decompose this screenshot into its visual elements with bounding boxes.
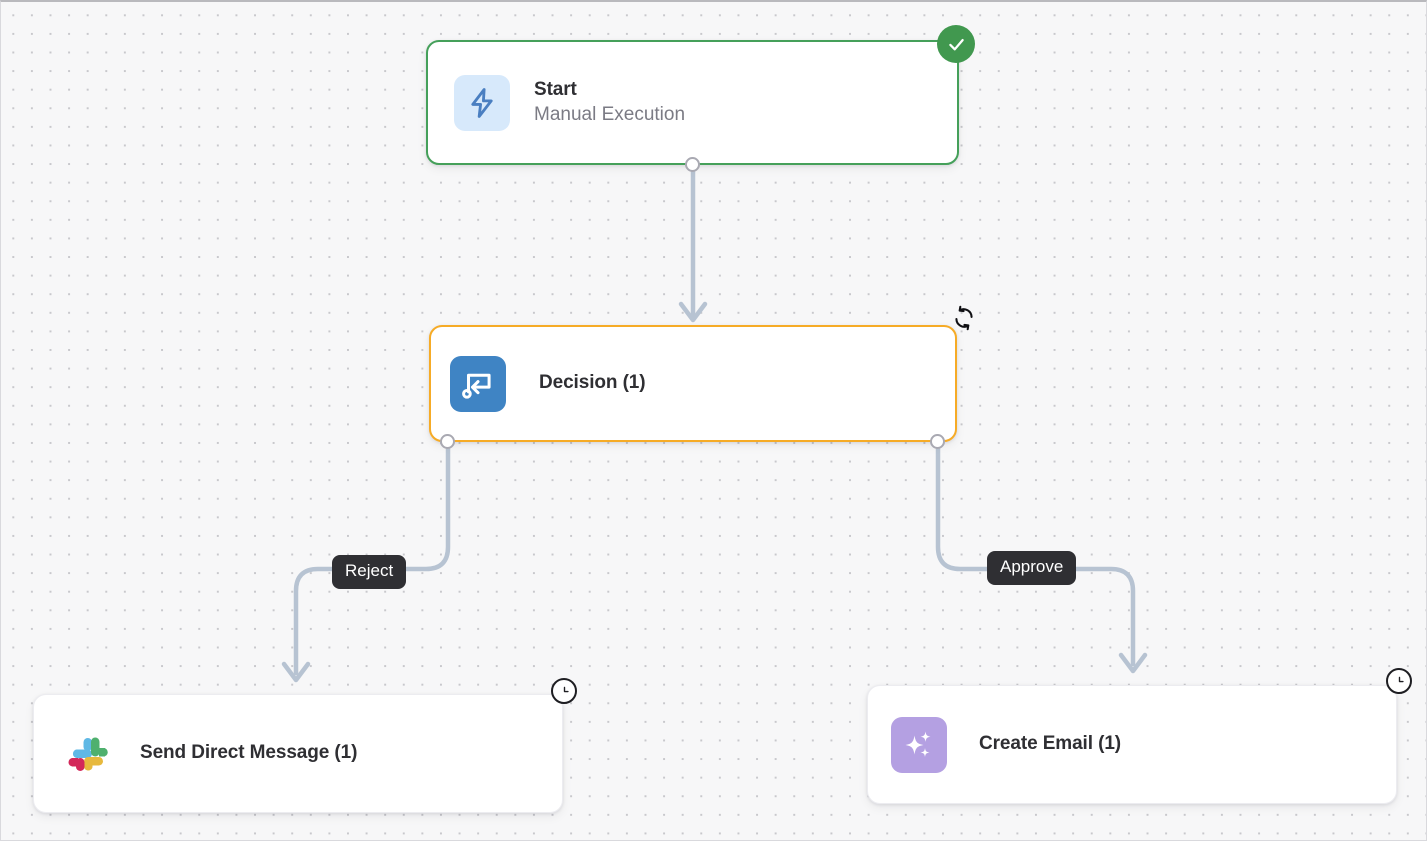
node-decision-text: Decision (1) xyxy=(539,371,646,395)
clock-badge-icon-left xyxy=(551,678,577,704)
clock-badge-icon-right xyxy=(1386,668,1412,694)
node-decision-title: Decision (1) xyxy=(539,372,646,394)
node-send-direct-message-title: Send Direct Message (1) xyxy=(140,742,358,764)
node-start-subtitle: Manual Execution xyxy=(534,103,686,125)
slack-icon xyxy=(60,726,116,782)
edge-label-reject[interactable]: Reject xyxy=(332,555,407,589)
node-start-text: Start Manual Execution xyxy=(534,78,685,127)
node-send-direct-message-text: Send Direct Message (1) xyxy=(140,741,357,765)
port-decision-reject[interactable] xyxy=(440,434,455,449)
node-start-title: Start xyxy=(534,79,577,101)
node-create-email-title: Create Email (1) xyxy=(979,733,1122,755)
node-start[interactable]: Start Manual Execution xyxy=(426,40,959,165)
lightning-bolt-icon xyxy=(454,74,510,131)
decision-branch-icon xyxy=(450,355,506,412)
node-send-direct-message[interactable]: Send Direct Message (1) xyxy=(33,694,563,813)
port-decision-approve[interactable] xyxy=(930,434,945,449)
node-create-email[interactable]: Create Email (1) xyxy=(867,685,1397,804)
edge-arrow-decision xyxy=(678,301,708,323)
check-badge-icon xyxy=(937,25,975,63)
ai-sparkles-icon xyxy=(891,716,947,773)
edge-arrow-approve xyxy=(1118,652,1148,674)
node-create-email-text: Create Email (1) xyxy=(979,732,1121,756)
port-start-output[interactable] xyxy=(685,157,700,172)
node-decision[interactable]: Decision (1) xyxy=(429,325,957,442)
edge-label-approve[interactable]: Approve xyxy=(987,551,1077,585)
edge-arrow-reject xyxy=(281,661,311,683)
refresh-badge-icon xyxy=(951,305,977,331)
